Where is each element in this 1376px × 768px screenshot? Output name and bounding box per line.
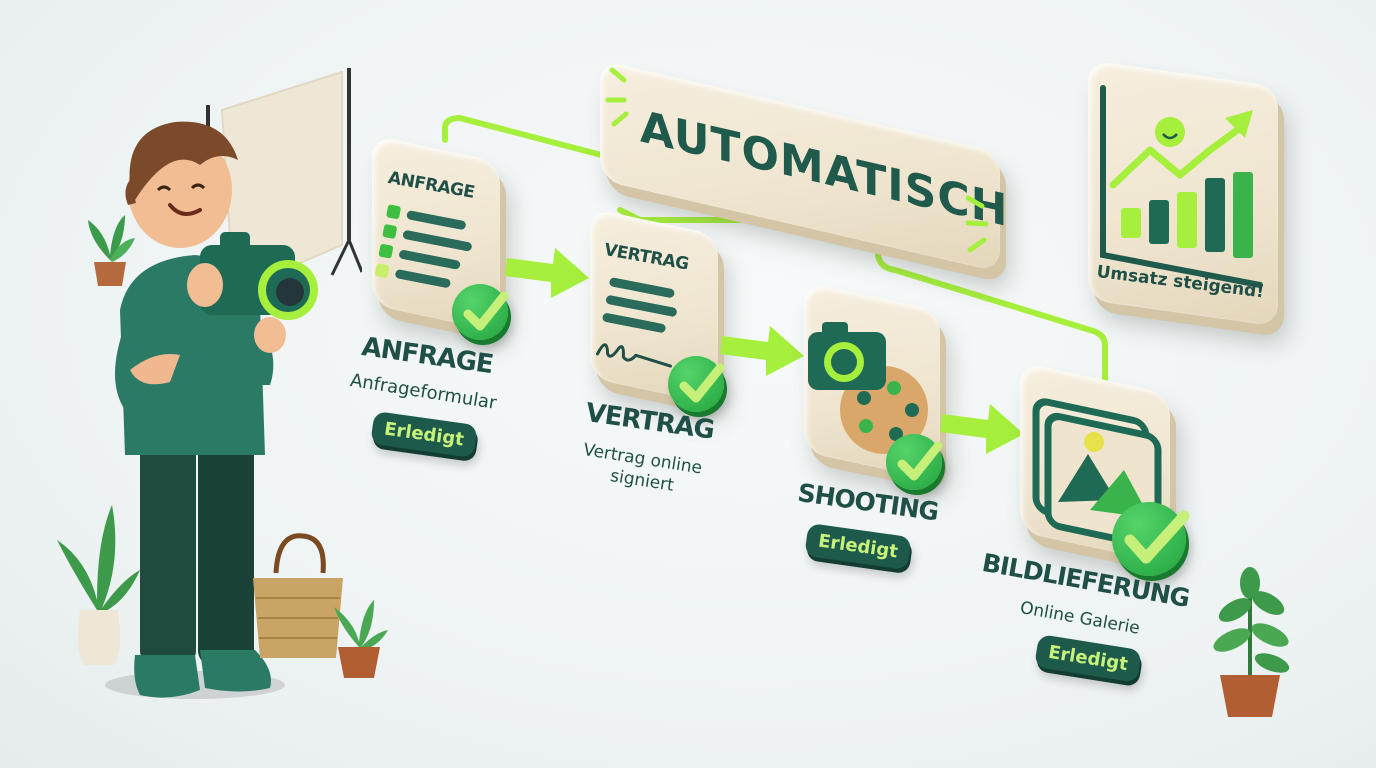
spark-icon <box>605 67 629 127</box>
basket-icon <box>248 528 348 663</box>
check-icon <box>668 356 725 412</box>
growth-chart-icon <box>1100 85 1263 288</box>
plant-icon <box>1200 565 1300 725</box>
photographer-figure <box>100 110 330 710</box>
check-icon <box>886 434 943 490</box>
arrow-icon <box>720 326 804 376</box>
arrow-icon <box>505 248 589 298</box>
check-icon <box>1112 502 1190 576</box>
arrow-icon <box>940 404 1024 454</box>
contract-icon <box>583 268 714 407</box>
spark-icon <box>965 195 989 253</box>
plant-icon <box>326 592 392 682</box>
plant-icon <box>80 210 140 290</box>
camera-palette-icon <box>808 322 928 454</box>
plant-icon <box>52 500 142 670</box>
check-icon <box>452 284 509 340</box>
